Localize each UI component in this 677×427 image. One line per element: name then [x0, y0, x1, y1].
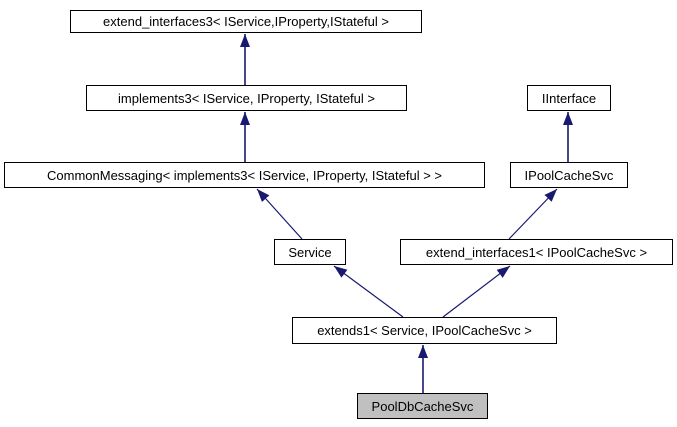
- edge-service-to-commonmessaging-arrow: [256, 188, 303, 240]
- node-implements3[interactable]: implements3< IService, IProperty, IState…: [86, 85, 407, 111]
- node-service[interactable]: Service: [274, 239, 346, 265]
- node-label: extends1< Service, IPoolCacheSvc >: [317, 323, 532, 338]
- node-extend-interfaces3[interactable]: extend_interfaces3< IService,IProperty,I…: [70, 10, 422, 33]
- node-label: CommonMessaging< implements3< IService, …: [47, 167, 442, 183]
- node-iinterface[interactable]: IInterface: [527, 85, 611, 111]
- node-label: IInterface: [541, 90, 597, 106]
- node-label: implements3< IService, IProperty, IState…: [118, 90, 375, 106]
- node-label: extend_interfaces1< IPoolCacheSvc >: [425, 244, 648, 260]
- node-commonmessaging[interactable]: CommonMessaging< implements3< IService, …: [4, 162, 485, 188]
- node-label: Service: [288, 244, 332, 260]
- edge-extend-interfaces1-to-ipoolcachesvc-arrow: [508, 188, 558, 240]
- node-label: PoolDbCacheSvc: [371, 398, 474, 414]
- node-extends1[interactable]: extends1< Service, IPoolCacheSvc >: [292, 317, 557, 344]
- node-label: IPoolCacheSvc: [524, 167, 614, 183]
- node-label: extend_interfaces3< IService,IProperty,I…: [103, 14, 389, 29]
- node-ipoolcachesvc[interactable]: IPoolCacheSvc: [510, 162, 628, 188]
- edge-extends1-to-extend-interfaces1-arrow: [442, 265, 511, 318]
- node-extend-interfaces1[interactable]: extend_interfaces1< IPoolCacheSvc >: [400, 239, 673, 265]
- edge-extends1-to-service-arrow: [333, 265, 404, 318]
- node-pooldbcachesvc-current: PoolDbCacheSvc: [357, 393, 488, 419]
